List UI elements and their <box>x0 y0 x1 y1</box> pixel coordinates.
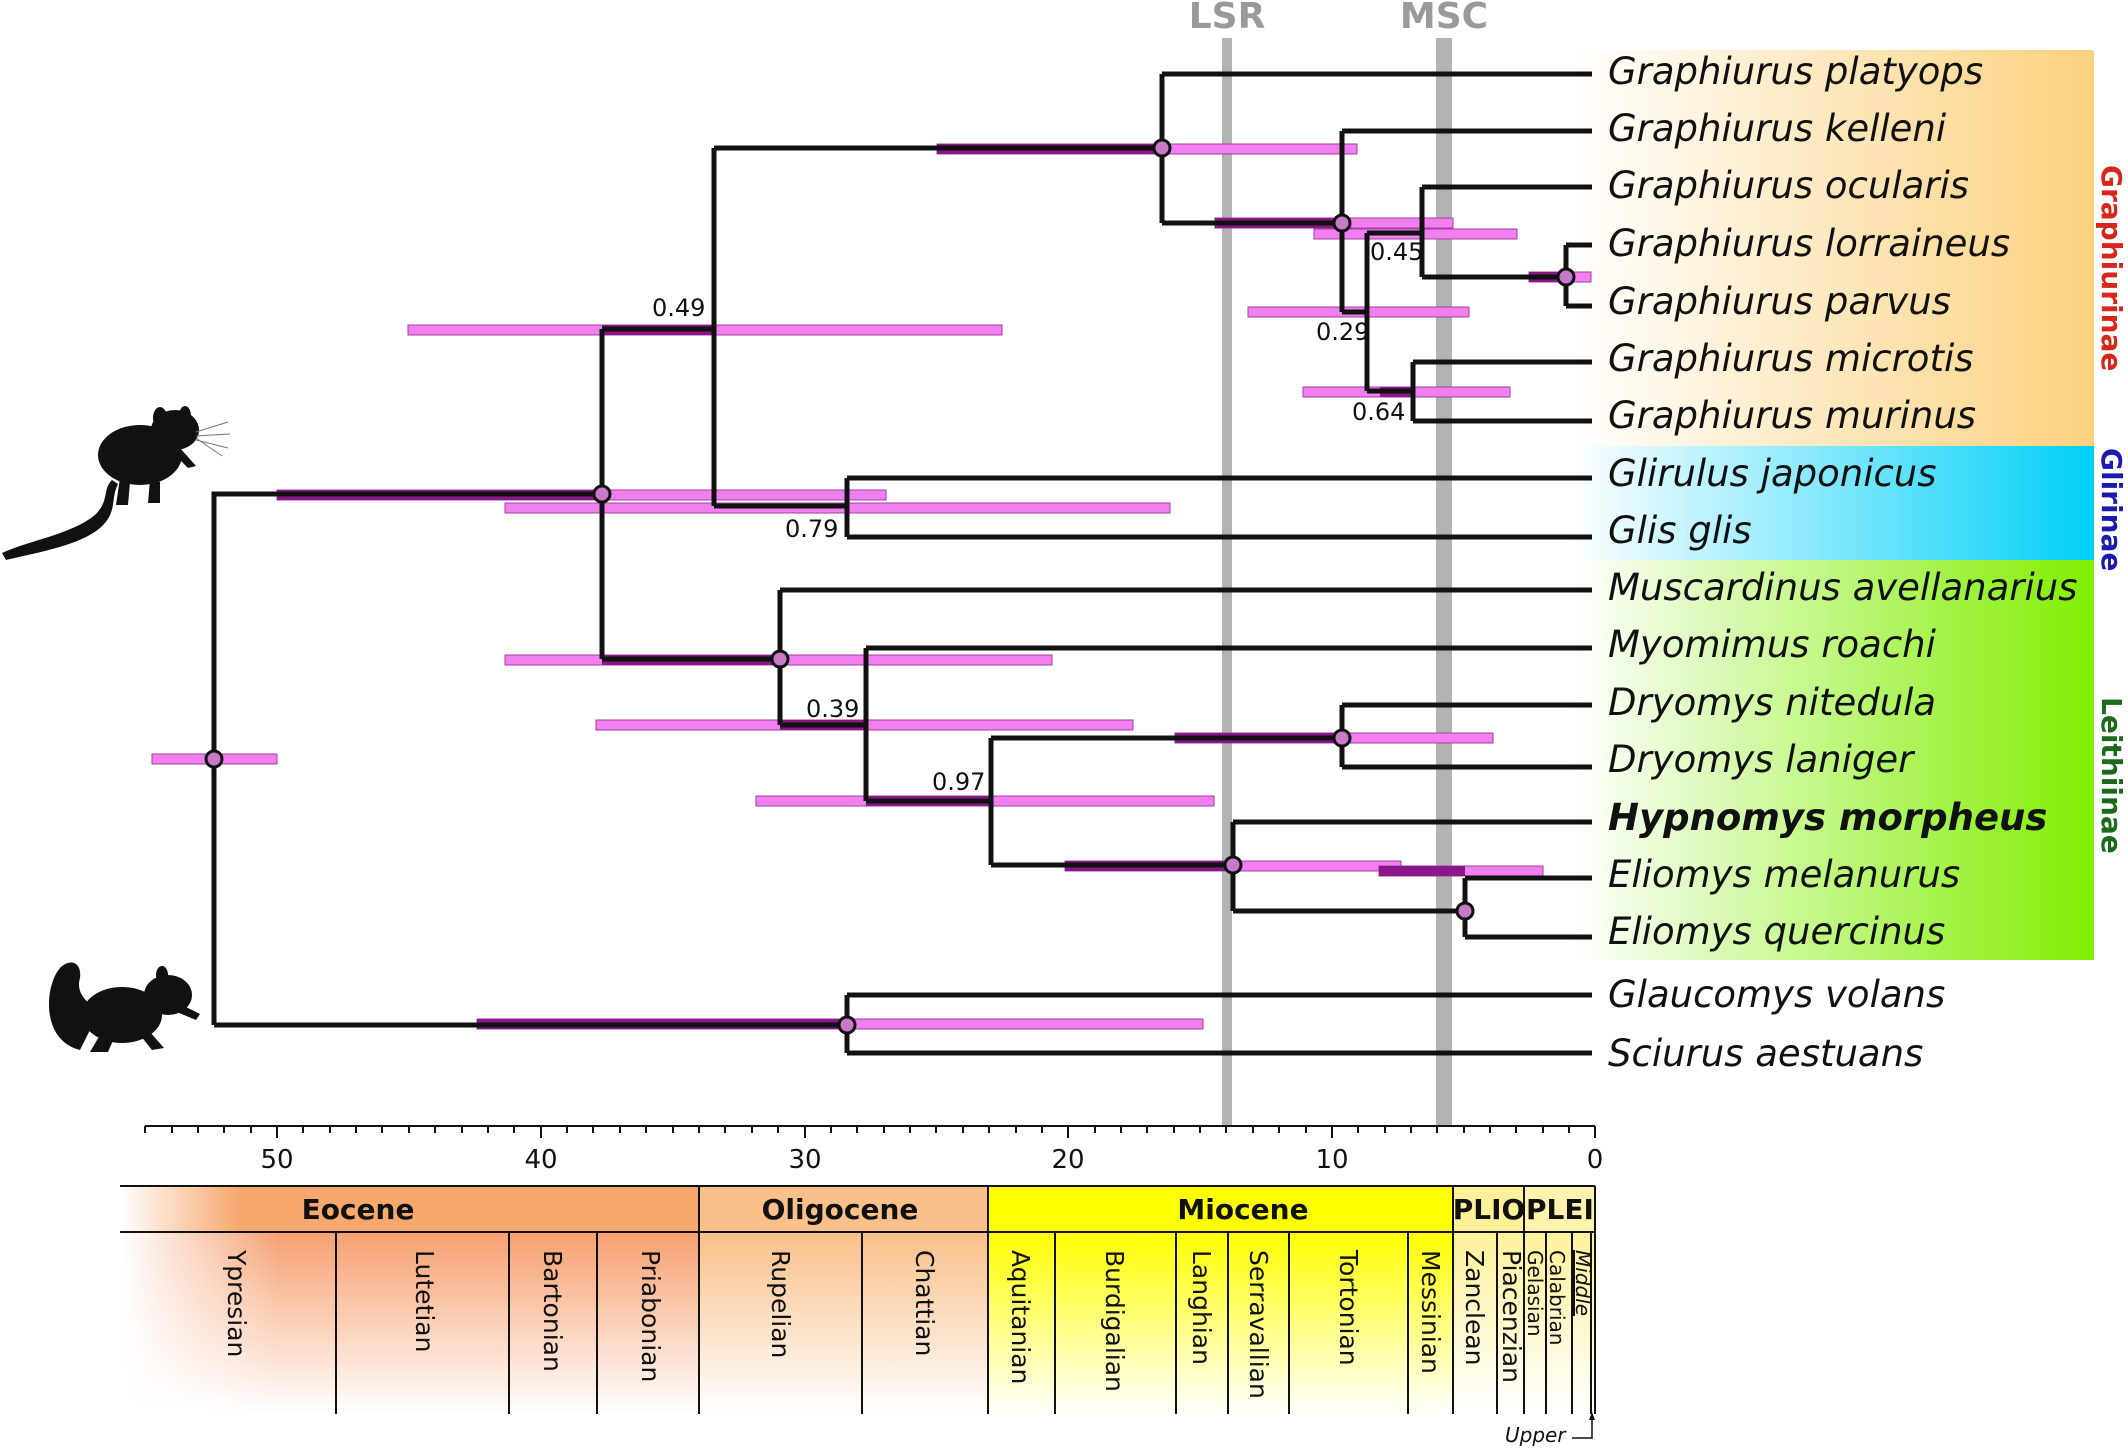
epoch-label: Miocene <box>1177 1193 1308 1226</box>
stage-label: Piacenzian <box>1497 1250 1526 1383</box>
clade-label-glirinae: Glirinae <box>2095 448 2128 571</box>
stage-label: Chattian <box>910 1250 939 1356</box>
taxon-label: Graphiurus kelleni <box>1608 107 1947 150</box>
epoch-oligocene <box>699 1186 988 1232</box>
epoch-label: Eocene <box>302 1193 415 1226</box>
axis-tick-label: 10 <box>1315 1145 1348 1175</box>
node-marker <box>1332 728 1352 748</box>
stage-label: Bartonian <box>538 1250 567 1372</box>
geologic-timescale: Eocene Oligocene Miocene PLIO PLEI Ypres… <box>120 1185 1596 1447</box>
node-marker <box>770 649 790 669</box>
support-value: 0.97 <box>932 768 985 796</box>
node-marker <box>1332 213 1352 233</box>
taxon-label: Glis glis <box>1608 509 1752 552</box>
stage-label: Messinian <box>1416 1250 1445 1374</box>
support-value: 0.49 <box>652 294 705 322</box>
support-value: 0.45 <box>1370 238 1423 266</box>
epoch-label: PLIO <box>1453 1193 1526 1226</box>
taxon-label: Glirulus japonicus <box>1608 452 1937 495</box>
axis-tick-label: 20 <box>1051 1145 1084 1175</box>
clade-bg-graphiurinae <box>1570 50 2094 446</box>
dormouse-silhouette-icon <box>2 406 231 560</box>
hpd-bars-dark <box>277 144 1563 1029</box>
taxon-label: Eliomys quercinus <box>1608 910 1945 953</box>
taxon-label: Muscardinus avellanarius <box>1608 566 2078 609</box>
clade-label-graphiurinae: Graphiurinae <box>2095 165 2128 371</box>
epoch-pleistocene <box>1524 1186 1595 1232</box>
stage-label-upper: Upper <box>1505 1423 1567 1447</box>
stage-label: Gelasian <box>1523 1250 1547 1337</box>
squirrel-silhouette-icon <box>48 962 200 1052</box>
support-value: 0.79 <box>785 515 838 543</box>
taxon-label: Myomimus roachi <box>1608 623 1937 666</box>
node-marker <box>204 749 224 769</box>
stage-label: Langhian <box>1187 1250 1216 1365</box>
clade-bg-glirinae <box>1570 446 2094 560</box>
stage-label: Rupelian <box>766 1250 795 1358</box>
stage-label: Serravallian <box>1244 1250 1273 1399</box>
taxon-label: Sciurus aestuans <box>1608 1032 1923 1075</box>
lsr-label: LSR <box>1189 0 1266 37</box>
calibration-nodes <box>204 138 1576 1035</box>
taxon-label: Graphiurus microtis <box>1608 337 1974 380</box>
support-value: 0.64 <box>1352 398 1405 426</box>
epoch-miocene <box>988 1186 1453 1232</box>
hpd-bars <box>151 143 1592 1030</box>
taxon-label: Graphiurus lorraineus <box>1608 222 2010 265</box>
clade-bg-leithiinae <box>1570 560 2094 960</box>
stage-label: Burdigalian <box>1100 1250 1129 1392</box>
epoch-label: Oligocene <box>762 1193 919 1226</box>
taxon-label: Dryomys nitedula <box>1608 681 1936 724</box>
taxon-label: Eliomys melanurus <box>1608 853 1960 896</box>
taxon-label: Graphiurus parvus <box>1608 280 1951 323</box>
lsr-line <box>1222 38 1232 1126</box>
epoch-pliocene <box>1453 1186 1524 1232</box>
stage-label: Zanclean <box>1460 1250 1489 1366</box>
node-marker <box>1556 267 1576 287</box>
epoch-label: PLEI <box>1526 1193 1594 1226</box>
axis-tick-label: 50 <box>260 1145 293 1175</box>
msc-line <box>1436 38 1452 1126</box>
time-axis: 50 40 30 20 10 0 <box>144 1125 1604 1175</box>
stage-label: Priabonian <box>636 1250 665 1382</box>
stage-label: Aquitanian <box>1006 1250 1035 1384</box>
support-value: 0.39 <box>806 695 859 723</box>
node-marker <box>1455 901 1475 921</box>
stage-label: Tortonian <box>1334 1249 1363 1366</box>
taxon-label-highlighted: Hypnomys morpheus <box>1608 796 2047 839</box>
support-value: 0.29 <box>1316 318 1369 346</box>
taxon-label: Graphiurus murinus <box>1608 394 1976 437</box>
node-marker <box>1223 855 1243 875</box>
taxon-label: Glaucomys volans <box>1608 973 1945 1016</box>
node-marker <box>1152 138 1172 158</box>
taxon-label: Dryomys laniger <box>1608 738 1916 781</box>
taxon-label: Graphiurus ocularis <box>1608 164 1969 207</box>
node-marker <box>837 1015 857 1035</box>
axis-tick-label: 30 <box>788 1145 821 1175</box>
msc-label: MSC <box>1400 0 1488 37</box>
stage-label: Middle <box>1571 1250 1595 1316</box>
stage-label: Ypresian <box>222 1249 251 1357</box>
clade-label-leithiinae: Leithiinae <box>2095 697 2128 854</box>
upper-pointer <box>1572 1414 1593 1439</box>
stage-label: Lutetian <box>410 1250 439 1352</box>
taxon-label: Graphiurus platyops <box>1608 50 1983 93</box>
axis-tick-label: 0 <box>1587 1145 1604 1175</box>
axis-tick-label: 40 <box>524 1145 557 1175</box>
node-marker <box>592 484 612 504</box>
stage-label: Calabrian <box>1545 1250 1569 1345</box>
taxon-labels: Graphiurus platyops Graphiurus kelleni G… <box>1608 50 2078 1075</box>
